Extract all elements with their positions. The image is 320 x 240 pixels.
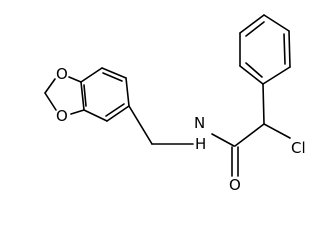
bond: [288, 30, 291, 68]
bond: [262, 66, 291, 85]
bond: [239, 65, 264, 85]
bond: [83, 109, 108, 122]
bond: [125, 77, 130, 107]
bond: [106, 105, 130, 122]
bond: [234, 123, 265, 147]
bond: [262, 83, 265, 125]
bond: [44, 92, 57, 111]
bond: [80, 81, 85, 111]
bond: [105, 103, 125, 117]
bond: [83, 84, 87, 107]
bond: [263, 123, 291, 139]
bonds: [44, 14, 291, 177]
oxygen-label-top: O: [56, 65, 68, 83]
chlorine-label: Cl: [291, 139, 306, 157]
bond: [44, 78, 56, 94]
carbonyl-oxygen-label: O: [229, 176, 241, 192]
bond: [101, 67, 127, 79]
nitrogen-label: N: [194, 114, 205, 132]
bond: [283, 33, 286, 65]
molecule-canvas: O O N H O Cl: [44, 14, 306, 194]
structure-diagram: O O N H O Cl: [44, 14, 306, 194]
bond: [80, 67, 103, 83]
oxygen-label-bottom: O: [56, 107, 68, 125]
bond: [70, 109, 85, 115]
bond: [263, 14, 290, 32]
bond: [128, 105, 153, 145]
atom-labels: O O N H O Cl: [56, 65, 306, 194]
bond: [68, 76, 82, 83]
bond: [211, 133, 235, 147]
bond: [245, 21, 265, 37]
bond: [102, 72, 123, 82]
hydrogen-label: H: [195, 135, 206, 153]
bond: [239, 14, 265, 34]
bond: [245, 62, 263, 78]
